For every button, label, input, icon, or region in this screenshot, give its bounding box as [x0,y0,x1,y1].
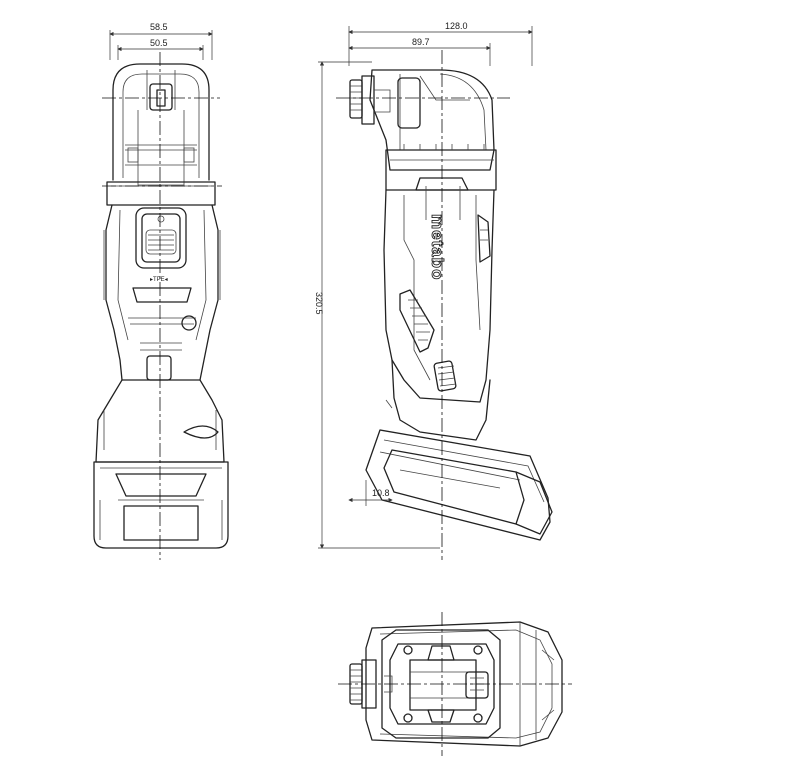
speed-marker-label: ▸TPE◂ [150,277,168,283]
side-dimensions: 128.0 89.7 320.5 10.8 [314,21,533,549]
dim-side-height: 320.5 [314,292,324,315]
dim-front-outer: 58.5 [150,22,168,32]
side-view: metabo [336,50,553,560]
front-dimensions: 58.5 50.5 [109,22,213,60]
brand-lettering: metabo [428,214,447,280]
dim-side-total: 128.0 [445,21,468,31]
dim-battery-offset: 10.8 [372,488,390,498]
top-view [338,612,572,756]
dim-side-head: 89.7 [412,37,430,47]
front-view: ▸TPE◂ [93,52,229,560]
dim-front-inner: 50.5 [150,38,168,48]
